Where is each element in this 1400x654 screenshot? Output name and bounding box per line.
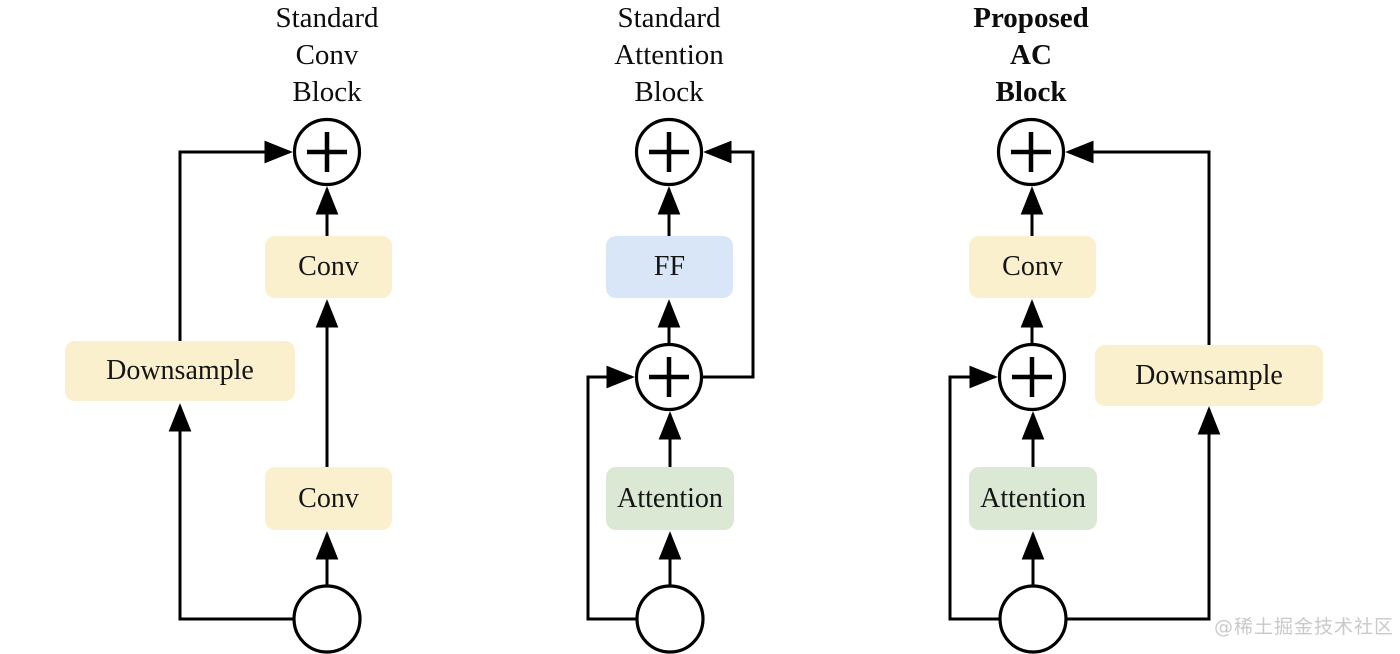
watermark-text: @稀土掘金技术社区 <box>1214 616 1395 638</box>
input-node-icon <box>635 584 705 654</box>
add-node-icon <box>996 117 1066 187</box>
add-node-icon <box>997 342 1067 412</box>
add-node-icon <box>292 117 362 187</box>
attention-block: Attention <box>969 467 1097 530</box>
title-line: Block <box>995 76 1067 108</box>
connector-arrow <box>1066 406 1221 621</box>
connector-arrow <box>702 140 755 379</box>
connectors-proposed-ac-block <box>948 140 1221 621</box>
attention-block: Attention <box>606 467 734 530</box>
add-node-icon <box>634 342 704 412</box>
title-line: Attention <box>614 39 724 71</box>
conv-block-bottom: Conv <box>265 467 392 530</box>
connector-arrow <box>948 365 1000 621</box>
downsample-block: Downsample <box>1095 345 1323 406</box>
title-line: Conv <box>295 39 359 71</box>
connectors-standard-conv-block <box>168 140 339 621</box>
input-node-icon <box>998 584 1068 654</box>
title-line: Block <box>292 76 362 108</box>
title-proposed-ac-block: Proposed AC Block <box>911 0 1151 111</box>
connector-arrow <box>586 365 637 621</box>
title-line: Proposed <box>973 2 1089 34</box>
connector-arrow <box>178 140 293 341</box>
title-line: Standard <box>617 2 721 34</box>
connector-arrow <box>168 403 294 621</box>
add-node-icon <box>634 117 704 187</box>
title-standard-attention-block: Standard Attention Block <box>549 0 789 111</box>
input-node-icon <box>292 584 362 654</box>
connector-arrow <box>1065 140 1211 345</box>
connectors-standard-attention-block <box>586 140 755 621</box>
title-line: Block <box>634 76 704 108</box>
title-line: AC <box>1010 39 1052 71</box>
title-line: Standard <box>275 2 379 34</box>
conv-block-top: Conv <box>265 236 392 298</box>
title-standard-conv-block: Standard Conv Block <box>207 0 447 111</box>
conv-block: Conv <box>969 236 1096 298</box>
ff-block: FF <box>606 236 733 298</box>
downsample-block: Downsample <box>65 341 295 401</box>
